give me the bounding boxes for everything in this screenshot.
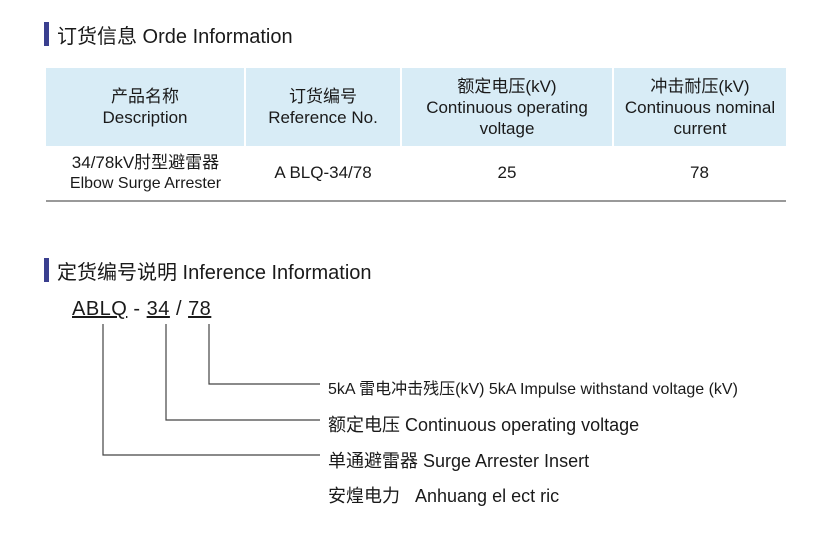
section-title-text: 定货编号说明 Inference Information	[57, 261, 372, 284]
section-title-text: 订货信息 Orde Information	[57, 25, 293, 48]
section-marker	[44, 22, 49, 46]
section-title-inference: 定货编号说明 Inference Information	[44, 258, 372, 284]
legend-impulse: 5kA 雷电冲击残压(kV) 5kA Impulse withstand vol…	[328, 381, 738, 398]
cell-reference: A BLQ-34/78	[274, 163, 372, 182]
cell-impulse: 78	[690, 163, 709, 182]
section-title-ordering: 订货信息 Orde Information	[44, 22, 293, 48]
code-part-voltage: 34	[146, 298, 170, 320]
legend-type: 单通避雷器 Surge Arrester Insert	[328, 451, 590, 471]
code-part-type: ABLQ	[72, 298, 128, 320]
legend-brand: 安煌电力 Anhuang el ect ric	[328, 486, 560, 506]
code-part-impulse: 78	[188, 298, 212, 320]
cell-voltage: 25	[497, 163, 517, 182]
legend-voltage: 额定电压 Continuous operating voltage	[328, 415, 640, 435]
code-breakdown: ABLQ - 34 / 78	[72, 298, 212, 320]
section-marker	[44, 258, 49, 282]
